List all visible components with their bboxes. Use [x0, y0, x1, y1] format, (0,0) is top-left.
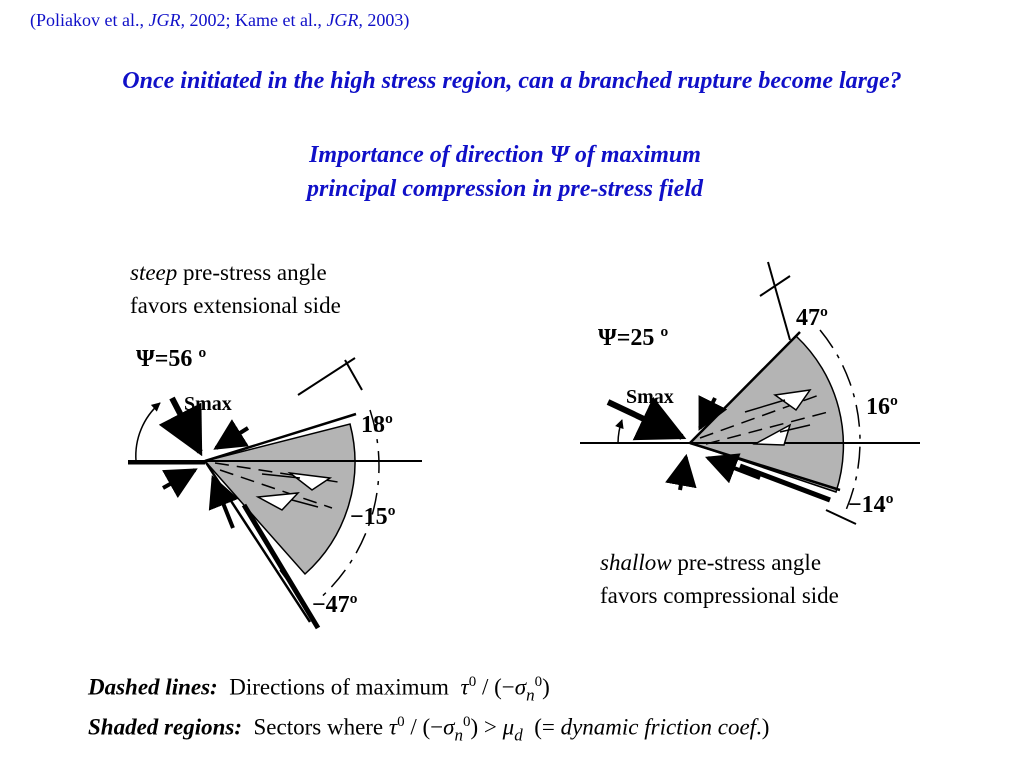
right-angle-top: 47º — [796, 305, 828, 331]
right-angle-bottom: −14º — [848, 492, 894, 518]
sigma-superscript: 0 — [534, 674, 543, 690]
left-psi-label: Ψ=56 º — [136, 346, 206, 372]
right-diagram: Ψ=25 º Smax 47º 16º −14º — [580, 261, 920, 525]
tau-superscript-2: 0 — [397, 714, 405, 730]
left-caption-line2: favors extensional side — [130, 293, 341, 318]
slash-paren: / (− — [476, 674, 515, 700]
mu-subscript: d — [514, 725, 523, 745]
shaded-regions-label: Shaded regions: — [88, 714, 242, 740]
left-caption-rest: pre-stress angle — [177, 260, 327, 285]
sigma-superscript-2: 0 — [463, 714, 471, 730]
sigma-subscript-2: n — [454, 725, 464, 745]
right-caption-rest: pre-stress angle — [671, 550, 822, 575]
right-smax-label: Smax — [626, 386, 674, 408]
right-angle-mid: 16º — [866, 394, 898, 420]
sigma-subscript: n — [526, 685, 535, 705]
left-angle-mid: −15º — [350, 504, 396, 530]
citation-journal-2: JGR, — [326, 10, 363, 30]
friction-text: dynamic friction coef — [560, 714, 757, 740]
tau-symbol: τ — [460, 674, 469, 700]
mu-symbol: μ — [502, 714, 515, 740]
dashed-lines-note: Dashed lines: Directions of maximum τ0 /… — [88, 674, 550, 705]
left-caption: steep pre-stress angle favors extensiona… — [130, 256, 341, 322]
right-psi-label: Ψ=25 º — [598, 325, 668, 351]
friction-close: .) — [756, 714, 770, 740]
right-caption: shallow pre-stress angle favors compress… — [600, 546, 839, 612]
question-heading: Once initiated in the high stress region… — [122, 68, 902, 94]
sigma-symbol: σ — [514, 674, 527, 700]
right-caption-line2: favors compressional side — [600, 583, 839, 608]
citation-authors-1: (Poliakov et al., — [30, 10, 149, 30]
tau-symbol-2: τ — [388, 714, 398, 740]
citation-authors-2: 2002; Kame et al., — [184, 10, 327, 30]
left-diagram: Ψ=56 º Smax 18º −15º −47º — [128, 346, 422, 630]
right-caption-italic: shallow — [600, 550, 672, 575]
citation: (Poliakov et al., JGR, 2002; Kame et al.… — [30, 10, 409, 31]
importance-line-1: Importance of direction Ψ of maximum — [309, 142, 701, 168]
shaded-regions-text: Sectors where — [242, 714, 389, 740]
citation-year: 2003) — [362, 10, 410, 30]
dashed-lines-label: Dashed lines: — [88, 674, 218, 700]
tau-superscript: 0 — [468, 674, 477, 690]
left-smax-label: Smax — [184, 393, 232, 415]
dashed-lines-text: Directions of maximum — [217, 674, 461, 700]
close-paren: ) — [542, 674, 550, 700]
left-upper-branch — [204, 412, 357, 463]
importance-line-2: principal compression in pre-stress fiel… — [306, 176, 703, 202]
friction-open: (= — [522, 714, 561, 740]
importance-heading: Importance of direction Ψ of maximum pri… — [0, 138, 1010, 206]
right-lower-branch — [689, 441, 841, 492]
left-angle-bottom: −47º — [312, 592, 358, 618]
greater-than: ) > — [470, 714, 503, 740]
left-angle-top: 18º — [361, 412, 393, 438]
shaded-regions-note: Shaded regions: Sectors where τ0 / (−σn0… — [88, 714, 769, 745]
left-caption-italic: steep — [130, 260, 178, 285]
slash-paren-2: / (− — [404, 714, 444, 740]
sigma-symbol-2: σ — [443, 714, 455, 740]
citation-journal-1: JGR, — [148, 10, 185, 30]
